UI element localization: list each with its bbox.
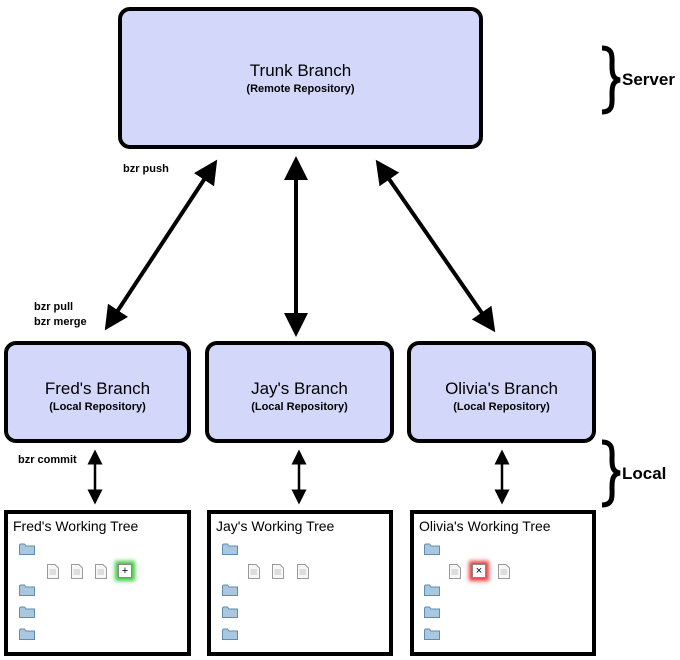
jay-working-tree[interactable]: Jay's Working Tree (207, 510, 393, 656)
jay-working-tree-title: Jay's Working Tree (216, 518, 335, 534)
folder-icon[interactable] (19, 606, 35, 618)
jay-branch-box[interactable]: Jay's Branch (Local Repository) (205, 341, 394, 443)
jay-branch-subtitle: (Local Repository) (251, 401, 348, 413)
document-icon[interactable] (71, 564, 83, 579)
trunk-branch-title: Trunk Branch (249, 61, 352, 80)
document-icon[interactable] (297, 564, 309, 579)
fred-working-tree[interactable]: Fred's Working Tree (4, 510, 191, 656)
olivia-branch-subtitle: (Local Repository) (453, 401, 550, 413)
document-icon[interactable] (272, 564, 284, 579)
trunk-branch-subtitle: (Remote Repository) (246, 83, 355, 95)
server-curly-brace-icon (601, 45, 621, 115)
folder-icon[interactable] (222, 584, 238, 596)
local-section-label: Local (622, 464, 667, 483)
folder-icon[interactable] (424, 584, 440, 596)
olivia-branch-box[interactable]: Olivia's Branch (Local Repository) (407, 341, 596, 443)
olivia-trunk-double-arrow-icon (375, 159, 496, 333)
olivia-working-tree-title: Olivia's Working Tree (419, 518, 551, 534)
folder-icon[interactable] (424, 628, 440, 640)
folder-icon[interactable] (222, 628, 238, 640)
pull-label: bzr pull (34, 301, 74, 313)
trunk-branch-box[interactable]: Trunk Branch (Remote Repository) (118, 7, 483, 149)
folder-icon[interactable] (424, 606, 440, 618)
folder-icon[interactable] (19, 543, 35, 555)
commit-label: bzr commit (18, 454, 77, 466)
document-icon[interactable] (248, 564, 260, 579)
merge-label: bzr merge (34, 316, 87, 328)
document-icon[interactable] (95, 564, 107, 579)
olivia-working-tree[interactable]: Olivia's Working Tree (410, 510, 596, 656)
fred-trunk-double-arrow-icon (104, 159, 218, 331)
fred-branch-subtitle: (Local Repository) (49, 401, 146, 413)
local-curly-brace-icon (601, 439, 621, 508)
fred-branch-title: Fred's Branch (44, 379, 151, 398)
folder-icon[interactable] (222, 606, 238, 618)
folder-icon[interactable] (19, 584, 35, 596)
jay-branch-title: Jay's Branch (251, 379, 348, 398)
fred-branch-box[interactable]: Fred's Branch (Local Repository) (4, 341, 191, 443)
document-icon[interactable] (449, 564, 461, 579)
push-label: bzr push (123, 163, 169, 175)
document-icon[interactable] (47, 564, 59, 579)
document-icon[interactable] (498, 564, 510, 579)
folder-icon[interactable] (19, 628, 35, 640)
folder-icon[interactable] (222, 543, 238, 555)
removed-file-icon[interactable]: × (472, 564, 486, 578)
fred-working-tree-title: Fred's Working Tree (13, 518, 139, 534)
folder-icon[interactable] (424, 543, 440, 555)
added-file-icon[interactable]: + (118, 564, 132, 578)
server-section-label: Server (622, 70, 675, 89)
olivia-branch-title: Olivia's Branch (445, 379, 558, 398)
